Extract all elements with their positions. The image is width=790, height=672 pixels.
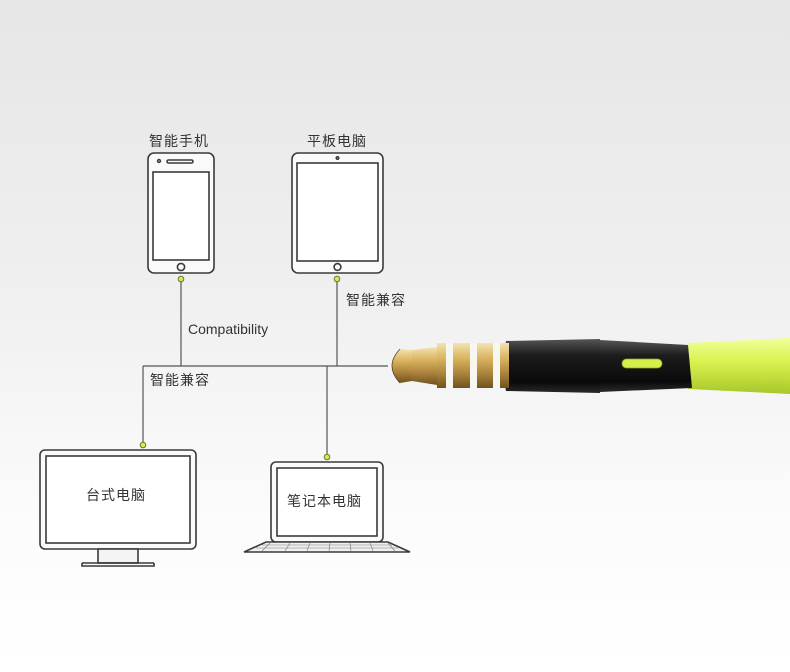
node-laptop xyxy=(323,453,331,461)
connection-nodes xyxy=(139,275,341,461)
laptop-icon xyxy=(243,461,411,553)
node-desktop xyxy=(139,441,147,449)
desktop-monitor-icon xyxy=(39,449,197,567)
tablet-icon xyxy=(291,152,384,274)
laptop-keyboard xyxy=(256,542,398,552)
annotation-compatibility: Compatibility xyxy=(188,321,269,337)
smartphone-icon xyxy=(147,152,215,274)
node-tablet xyxy=(333,275,341,283)
audio-jack-icon xyxy=(391,338,790,394)
label-laptop: 笔记本电脑 xyxy=(287,494,362,510)
annotation-smart-compatible-top: 智能兼容 xyxy=(346,293,406,309)
label-tablet: 平板电脑 xyxy=(307,134,367,150)
connection-lines xyxy=(142,280,388,456)
node-phone xyxy=(177,275,185,283)
annotation-smart-compatible-left: 智能兼容 xyxy=(150,373,210,389)
label-smartphone: 智能手机 xyxy=(149,134,209,150)
label-desktop: 台式电脑 xyxy=(86,488,146,504)
